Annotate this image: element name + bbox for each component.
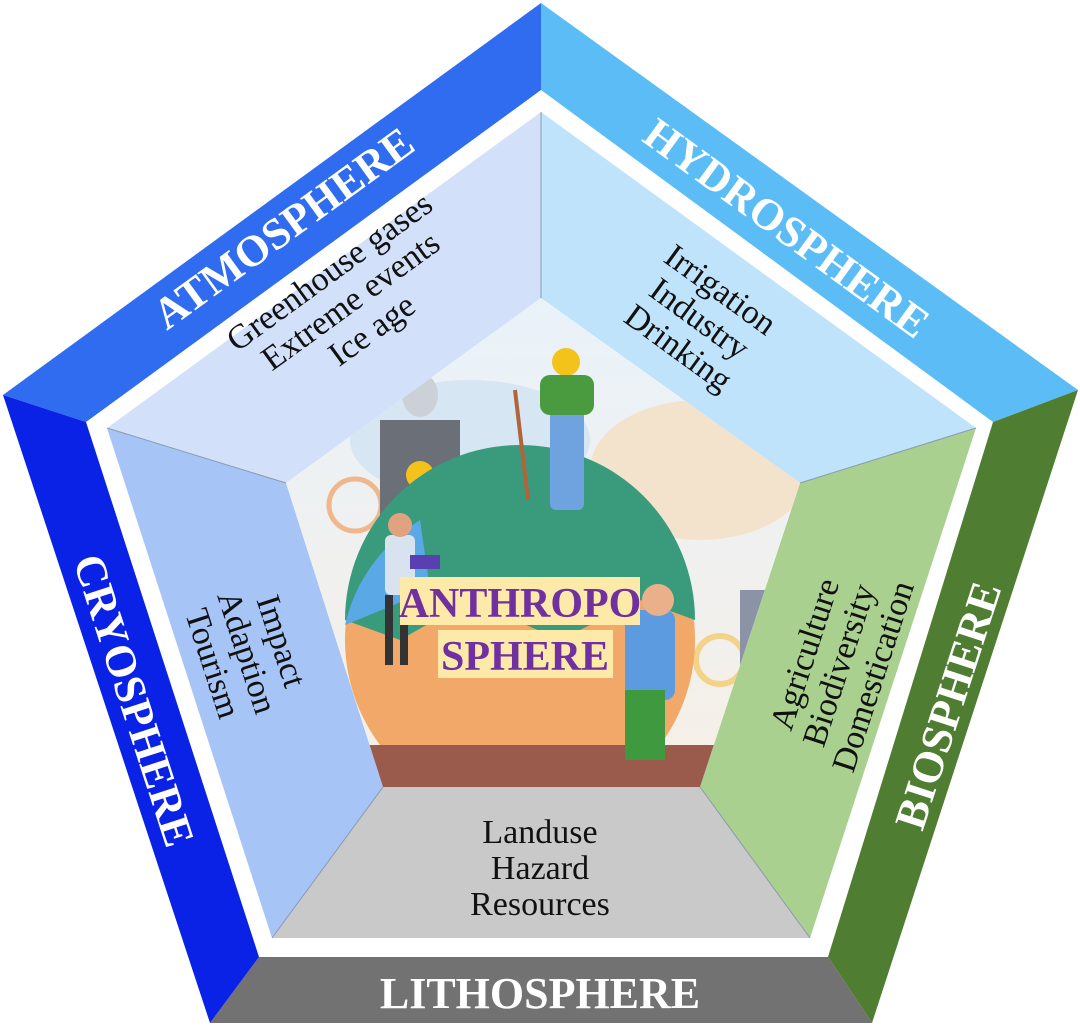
lithosphere-item: Hazard: [491, 850, 589, 887]
atmosphere-panel: [107, 112, 541, 483]
anthropo-label-line1: ANTHROPO: [399, 581, 642, 627]
anthropo-label-line2: SPHERE: [441, 634, 609, 680]
lithosphere-items: Landuse Hazard Resources: [470, 814, 610, 923]
lithosphere-band: [210, 957, 872, 1023]
lithosphere-item: Landuse: [482, 814, 597, 851]
biosphere-panel: [700, 428, 976, 938]
lithosphere-label: LITHOSPHERE: [380, 969, 700, 1018]
atmosphere-band: [3, 3, 541, 422]
anthroposphere-label: ANTHROPO SPHERE: [399, 577, 642, 680]
biosphere-band: [828, 390, 1078, 1023]
panel-dividers: [106, 112, 977, 939]
hydrosphere-panel: [541, 112, 976, 483]
cryosphere-items: Impact Adaption Tourism: [177, 587, 313, 723]
cryosphere-panel: [107, 428, 383, 938]
cryosphere-band: [3, 395, 259, 1023]
lithosphere-panel: [272, 787, 810, 938]
worker-figure: [625, 584, 675, 760]
hydrosphere-band: [541, 3, 1078, 422]
lithosphere-item: Resources: [470, 886, 610, 923]
farmer-figure: [513, 348, 594, 510]
